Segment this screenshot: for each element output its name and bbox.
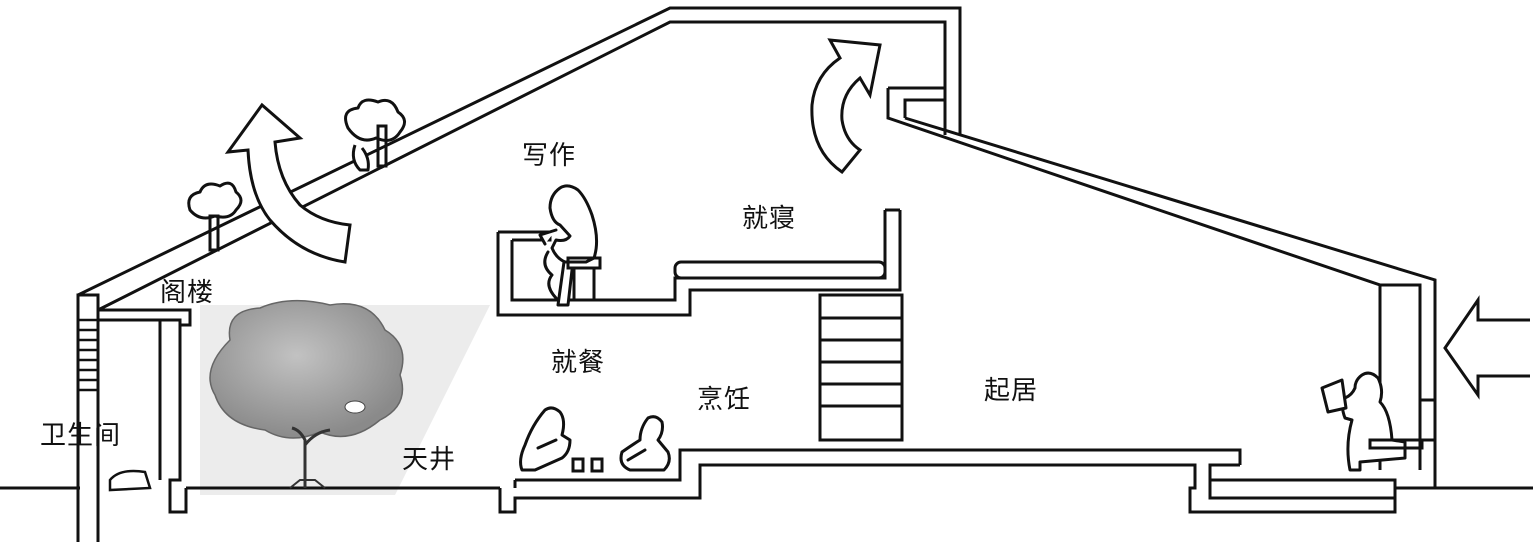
courtyard-tree: [209, 299, 404, 489]
center-ladder: [818, 293, 904, 442]
label-sleeping: 就寝: [742, 204, 797, 234]
right-window: [1420, 398, 1435, 442]
airflow-arrow-left-icon: [224, 102, 352, 264]
label-attic: 阁楼: [160, 278, 215, 308]
person-reading-icon: [1320, 371, 1424, 472]
person-dining-2-icon: [619, 415, 671, 472]
person-writing-icon: [538, 184, 602, 307]
label-dining: 就餐: [551, 348, 606, 378]
airflow-arrow-center-icon: [810, 38, 882, 175]
roof: [77, 6, 1437, 488]
main-floor: [498, 448, 1433, 514]
label-writing: 写作: [522, 141, 577, 171]
label-bathroom: 卫生间: [40, 421, 122, 451]
label-cooking: 烹饪: [697, 385, 752, 415]
upper-loft: [496, 208, 902, 317]
roof-plant-2: [344, 98, 406, 172]
bathroom-structure: [76, 293, 192, 542]
label-courtyard: 天井: [402, 445, 457, 475]
roof-plant-1: [187, 181, 243, 252]
person-dining-1-icon: [519, 406, 604, 473]
label-living: 起居: [984, 376, 1039, 406]
wind-arrow-right-icon: [1443, 295, 1530, 400]
